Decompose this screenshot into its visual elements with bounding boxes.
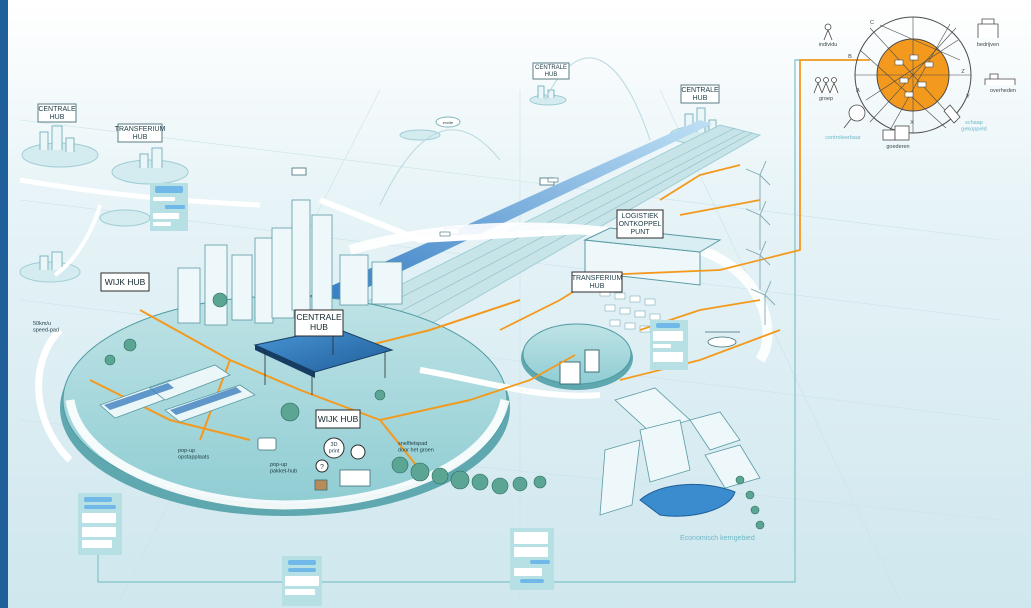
sign-wijk-hub-main-text: WIJK HUB [105, 277, 146, 287]
central-hub-roof-side [255, 345, 315, 378]
node-label-c: C [870, 20, 874, 26]
central-hub-columns [264, 333, 386, 395]
wind-turbines [745, 160, 776, 325]
sign-wijk-hub-small-text: WIJK HUB [318, 414, 359, 424]
pond [639, 484, 736, 517]
solar-roofs [104, 383, 242, 415]
left-accent-bar [0, 0, 8, 608]
sign-wijk-hub-main: WIJK HUB [100, 272, 150, 292]
ring-road [65, 398, 510, 510]
economic-trees [735, 475, 765, 530]
node-label-a: A [856, 88, 860, 94]
drone [705, 331, 740, 348]
chat-panel-bottom-center [282, 556, 322, 606]
bubble-recycle-icon [350, 444, 366, 460]
legend-overheden: overheden [990, 88, 1016, 94]
trees [104, 292, 547, 495]
chat-panel-top-left [150, 183, 188, 231]
small-sign-text: excite [443, 120, 454, 125]
canal [300, 120, 712, 310]
node-label-y: Y [966, 94, 970, 100]
road-to-transferium [419, 367, 601, 399]
road-north [318, 197, 601, 244]
legend-bedrijven: bedrijven [977, 42, 999, 48]
transferium-shelter [584, 349, 600, 373]
city-buildings [177, 199, 403, 326]
legend-groep: groep [819, 96, 833, 102]
transferium-van [559, 361, 581, 385]
small-sign-bubble [435, 116, 461, 128]
sign-wijk-hub-small: WIJK HUB [315, 409, 361, 429]
legend-goederen: goederen [886, 144, 909, 150]
chat-panel-bottom-left [78, 493, 122, 555]
boats [439, 177, 559, 237]
bubble-3d-print [323, 437, 345, 459]
economic-buildings [599, 387, 761, 516]
bubble-question-icon [315, 459, 329, 473]
node-label-z: Z [961, 69, 965, 75]
chat-panel-bottom-right [510, 528, 554, 590]
node-label-b: B [848, 54, 852, 60]
legend-individu: individu [819, 42, 838, 48]
label-economisch-kerngebied: Economisch kerngebied [680, 535, 755, 542]
legend-controleerbaar: controleerbaar [825, 135, 861, 141]
chat-panel-right [650, 320, 688, 370]
vehicles [257, 167, 555, 491]
stakeholder-network-legend: B C Z Y X A individu bedrijven groep ove… [813, 16, 1016, 150]
node-label-x: X [910, 120, 914, 126]
speed-pad-road [35, 327, 73, 463]
question-mark: ? [320, 464, 324, 471]
